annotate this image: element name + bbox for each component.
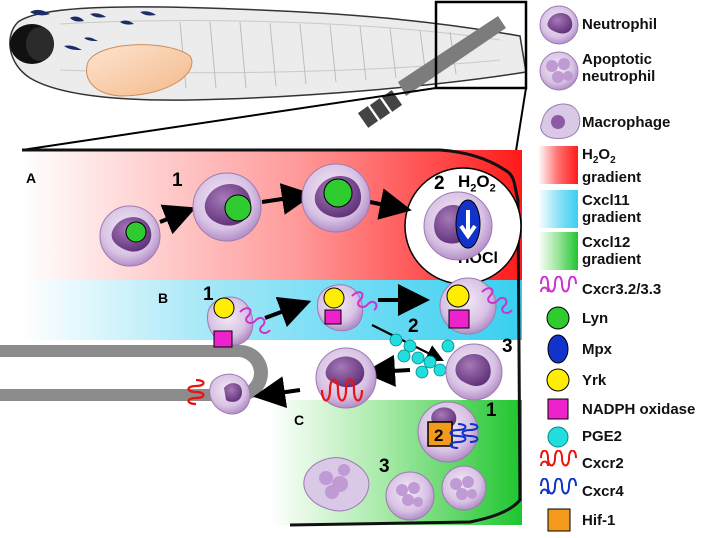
zoom-box bbox=[434, 0, 528, 90]
cxcl11-label-line2: gradient bbox=[582, 209, 642, 226]
step-a2: 2 bbox=[434, 173, 445, 194]
legend-cxcl12-gradient: Cxcl12 gradient bbox=[582, 234, 722, 268]
apoptotic-label-line1: Apoptotic bbox=[582, 51, 652, 68]
zebrafish-larva bbox=[9, 6, 527, 128]
lyn-icon bbox=[546, 306, 570, 330]
step-b1: 1 bbox=[203, 284, 214, 305]
cxcl11-band bbox=[22, 280, 522, 340]
cxcr4-receptor-icon bbox=[540, 478, 577, 495]
macrophage-icon bbox=[540, 103, 581, 139]
cxcl12-band bbox=[270, 400, 522, 525]
step-b4: 4 bbox=[341, 346, 352, 367]
cxcr3-receptor-icon bbox=[540, 276, 577, 293]
cxcl12-label-line1: Cxcl12 bbox=[582, 234, 631, 251]
h2o2-label-line1: H2O2 bbox=[582, 146, 616, 166]
legend-cxcl11-gradient: Cxcl11 gradient bbox=[582, 192, 722, 226]
arrows-b bbox=[253, 284, 430, 409]
step-a1: 1 bbox=[172, 170, 183, 191]
cxcl11-gradient-chip bbox=[538, 190, 578, 228]
zoom-line-left bbox=[21, 87, 437, 151]
step-c1: 1 bbox=[486, 400, 497, 421]
section-label-b: B bbox=[158, 290, 169, 306]
h2o2-gradient-chip bbox=[538, 146, 578, 184]
h2o2-label-line2: gradient bbox=[582, 169, 642, 186]
neutrophil-icon bbox=[539, 5, 579, 45]
step-b2: 2 bbox=[408, 316, 419, 337]
cxcl12-label-line2: gradient bbox=[582, 251, 642, 268]
mpx-icon bbox=[547, 334, 569, 364]
apoptotic-neutrophil-icon bbox=[539, 51, 579, 91]
step-b3: 3 bbox=[502, 336, 513, 357]
inset-h2o2: H2O2 bbox=[458, 172, 496, 195]
step-c3: 3 bbox=[379, 456, 390, 477]
cxcl12-gradient-chip bbox=[538, 232, 578, 270]
microinjection-needle bbox=[0, 345, 268, 401]
apoptotic-label-line2: neutrophil bbox=[582, 68, 656, 85]
section-label-a: A bbox=[26, 170, 37, 186]
legend-h2o2-gradient: H2O2 gradient bbox=[582, 146, 722, 186]
inset-hocl: HOCl bbox=[458, 250, 498, 267]
cxcl11-label-line1: Cxcl11 bbox=[582, 192, 630, 209]
cxcr2-receptor-icon bbox=[540, 450, 577, 467]
nadph-oxidase-icon bbox=[547, 398, 569, 420]
hif1-icon bbox=[547, 508, 571, 532]
yrk-icon bbox=[546, 368, 570, 392]
pge2-icon bbox=[547, 426, 569, 448]
legend: Neutrophil Apoptotic neutrophil Macropha… bbox=[538, 0, 726, 538]
section-label-c: C bbox=[294, 412, 305, 428]
